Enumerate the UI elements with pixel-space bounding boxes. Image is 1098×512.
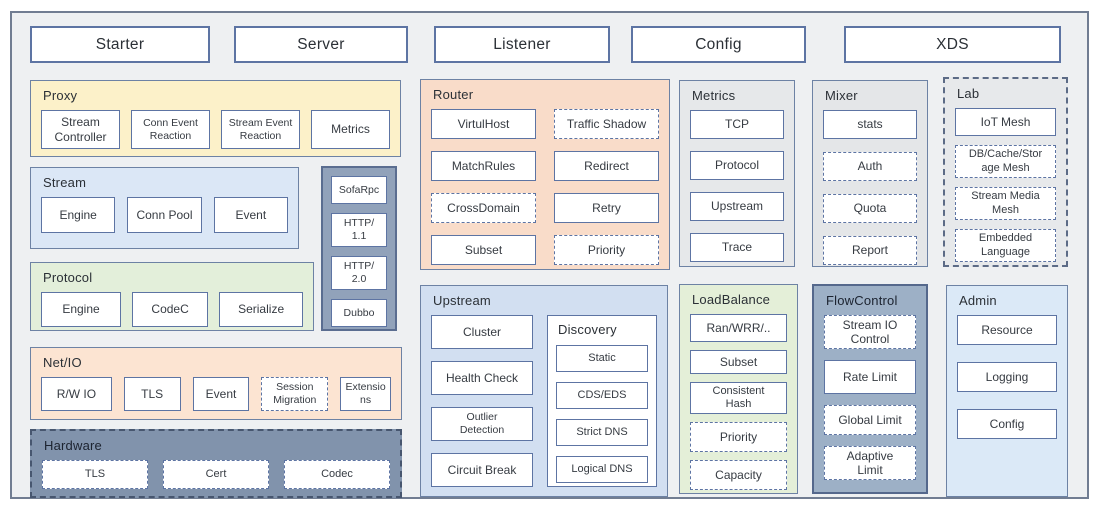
node-crossdomain: CrossDomain	[431, 193, 536, 223]
node-lb-priority: Priority	[690, 422, 787, 452]
header-box-starter: Starter	[30, 26, 210, 63]
panel-admin: Admin Resource Logging Config	[946, 285, 1068, 497]
node-stream-engine: Engine	[41, 197, 116, 233]
panel-lab: Lab IoT Mesh DB/Cache/Storage Mesh Strea…	[943, 77, 1068, 267]
node-stream-event-reaction: Stream Event Reaction	[221, 110, 300, 149]
node-report: Report	[823, 236, 917, 265]
panel-flowcontrol: FlowControl Stream IO Control Rate Limit…	[812, 284, 928, 494]
panel-mixer: Mixer stats Auth Quota Report	[812, 80, 928, 267]
node-logical-dns: Logical DNS	[556, 456, 648, 483]
node-retry: Retry	[554, 193, 659, 223]
node-traffic-shadow: Traffic Shadow	[554, 109, 659, 139]
node-netio-tls: TLS	[123, 377, 181, 411]
panel-stream-title: Stream	[43, 175, 87, 190]
header-box-listener: Listener	[434, 26, 610, 63]
node-stream-event: Event	[213, 197, 288, 233]
panel-lab-title: Lab	[957, 86, 980, 101]
node-virtulhost: VirtulHost	[431, 109, 536, 139]
panel-protocol-stack: SofaRpc HTTP/1.1 HTTP/2.0 Dubbo	[321, 166, 397, 331]
node-quota: Quota	[823, 194, 917, 223]
node-metrics-upstream: Upstream	[690, 192, 784, 221]
node-admin-config: Config	[957, 409, 1057, 439]
node-codec: CodeC	[132, 292, 209, 327]
node-session-migration: Session Migration	[261, 377, 329, 411]
node-stream-io-control: Stream IO Control	[824, 315, 916, 349]
node-auth: Auth	[823, 152, 917, 181]
node-outlier-detection: Outlier Detection	[431, 407, 533, 441]
panel-router-title: Router	[433, 87, 474, 102]
node-netio-event: Event	[192, 377, 250, 411]
panel-proxy: Proxy Stream Controller Conn Event React…	[30, 80, 401, 157]
node-router-subset: Subset	[431, 235, 536, 265]
node-router-priority: Priority	[554, 235, 659, 265]
panel-netio: Net/IO R/W IO TLS Event Session Migratio…	[30, 347, 402, 420]
node-adaptive-limit: Adaptive Limit	[824, 446, 916, 480]
node-logging: Logging	[957, 362, 1057, 392]
panel-proxy-title: Proxy	[43, 88, 78, 103]
panel-mixer-title: Mixer	[825, 88, 858, 103]
panel-hardware-title: Hardware	[44, 438, 102, 453]
node-sofarpc: SofaRpc	[331, 176, 387, 204]
panel-router: Router VirtulHost Traffic Shadow MatchRu…	[420, 79, 670, 270]
node-hardware-tls: TLS	[42, 460, 148, 489]
header-box-server: Server	[234, 26, 408, 63]
diagram-frame: Starter Server Listener Config XDS Proxy…	[10, 11, 1089, 499]
header-box-config: Config	[631, 26, 806, 63]
node-circuit-break: Circuit Break	[431, 453, 533, 487]
panel-metrics: Metrics TCP Protocol Upstream Trace	[679, 80, 795, 267]
node-db-cache-storage-mesh: DB/Cache/Storage Mesh	[955, 145, 1056, 178]
node-redirect: Redirect	[554, 151, 659, 181]
node-strict-dns: Strict DNS	[556, 419, 648, 446]
header-box-xds: XDS	[844, 26, 1061, 63]
node-hardware-cert: Cert	[163, 460, 269, 489]
panel-metrics-title: Metrics	[692, 88, 736, 103]
panel-flowcontrol-title: FlowControl	[826, 293, 898, 308]
node-ran-wrr: Ran/WRR/..	[690, 314, 787, 342]
node-consistent-hash: Consistent Hash	[690, 382, 787, 414]
panel-upstream-title: Upstream	[433, 293, 491, 308]
node-stream-controller: Stream Controller	[41, 110, 120, 149]
node-cluster: Cluster	[431, 315, 533, 349]
panel-protocol: Protocol Engine CodeC Serialize	[30, 262, 314, 331]
node-rate-limit: Rate Limit	[824, 360, 916, 394]
node-resource: Resource	[957, 315, 1057, 345]
panel-loadbalance: LoadBalance Ran/WRR/.. Subset Consistent…	[679, 284, 798, 494]
node-dubbo: Dubbo	[331, 299, 387, 327]
panel-upstream: Upstream Cluster Health Check Outlier De…	[420, 285, 668, 497]
node-stats: stats	[823, 110, 917, 139]
node-matchrules: MatchRules	[431, 151, 536, 181]
node-health-check: Health Check	[431, 361, 533, 395]
node-conn-event-reaction: Conn Event Reaction	[131, 110, 210, 149]
node-rw-io: R/W IO	[41, 377, 112, 411]
node-http-2-0: HTTP/2.0	[331, 256, 387, 290]
node-hardware-codec: Codec	[284, 460, 390, 489]
node-capacity: Capacity	[690, 460, 787, 490]
panel-admin-title: Admin	[959, 293, 997, 308]
node-lb-subset: Subset	[690, 350, 787, 374]
node-serialize: Serialize	[219, 292, 303, 327]
node-conn-pool: Conn Pool	[127, 197, 202, 233]
panel-netio-title: Net/IO	[43, 355, 82, 370]
node-global-limit: Global Limit	[824, 405, 916, 435]
node-cds-eds: CDS/EDS	[556, 382, 648, 409]
node-extensions: Extensions	[340, 377, 392, 411]
node-protocol-engine: Engine	[41, 292, 121, 327]
subpanel-discovery: Discovery Static CDS/EDS Strict DNS Logi…	[547, 315, 657, 487]
node-iot-mesh: IoT Mesh	[955, 108, 1056, 136]
subpanel-discovery-title: Discovery	[558, 322, 617, 337]
node-stream-media-mesh: Stream Media Mesh	[955, 187, 1056, 220]
node-http-1-1: HTTP/1.1	[331, 213, 387, 247]
panel-hardware: Hardware TLS Cert Codec	[30, 429, 402, 498]
panel-loadbalance-title: LoadBalance	[692, 292, 771, 307]
node-embedded-language: Embedded Language	[955, 229, 1056, 262]
node-proxy-metrics: Metrics	[311, 110, 390, 149]
node-metrics-protocol: Protocol	[690, 151, 784, 180]
node-metrics-trace: Trace	[690, 233, 784, 262]
panel-protocol-title: Protocol	[43, 270, 93, 285]
node-metrics-tcp: TCP	[690, 110, 784, 139]
panel-stream: Stream Engine Conn Pool Event	[30, 167, 299, 249]
node-static: Static	[556, 345, 648, 372]
